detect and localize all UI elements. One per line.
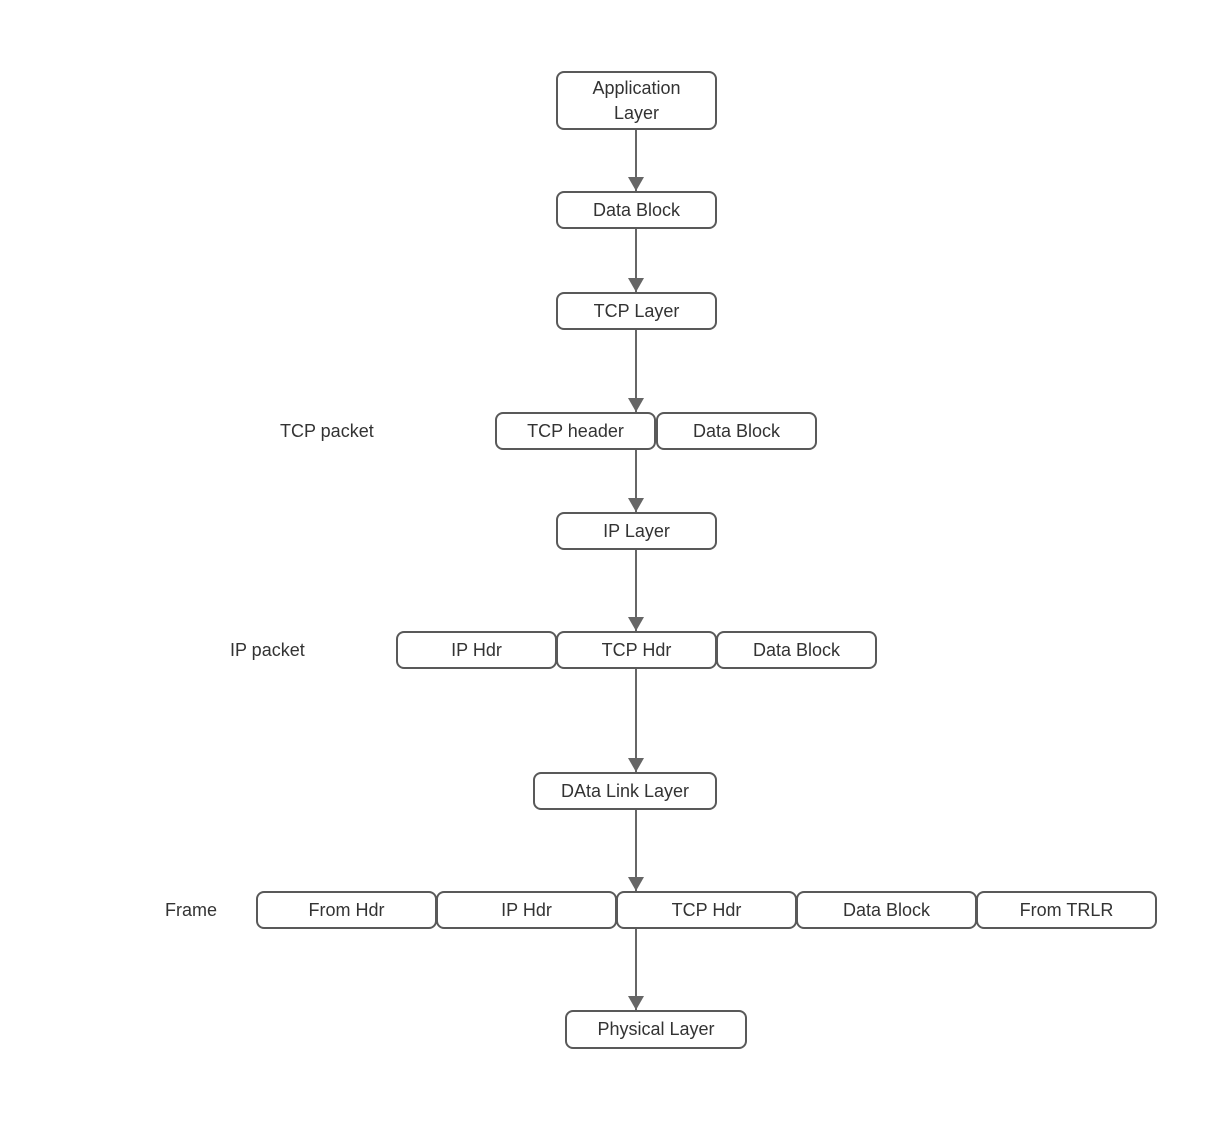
node-ip-layer: IP Layer — [556, 512, 717, 550]
node-frame-from-hdr-label: From Hdr — [308, 899, 385, 920]
node-tcp-packet-data-block-label: Data Block — [692, 420, 781, 441]
arrow-datalink-to-frame — [635, 810, 637, 891]
node-tcp-packet-data-block: Data Block — [656, 412, 817, 450]
node-tcp-layer: TCP Layer — [556, 292, 717, 330]
node-tcp-layer-label: TCP Layer — [593, 300, 680, 321]
node-tcp-header-label: TCP header — [527, 420, 624, 441]
node-frame-tcp-hdr-label: TCP Hdr — [671, 899, 742, 920]
node-ip-packet-ip-hdr: IP Hdr — [396, 631, 557, 669]
arrow-ippacket-to-datalink — [635, 669, 637, 772]
node-frame-data-block: Data Block — [796, 891, 977, 929]
node-ip-packet-data-block-label: Data Block — [752, 639, 841, 660]
node-application-layer: Application Layer — [556, 71, 717, 130]
node-data-block-top-label: Data Block — [592, 199, 681, 220]
arrow-tcppacket-to-iplayer — [635, 450, 637, 512]
node-data-link-layer-label: DAta Link Layer — [560, 780, 690, 801]
node-frame-ip-hdr-label: IP Hdr — [501, 899, 552, 920]
node-frame-ip-hdr: IP Hdr — [436, 891, 617, 929]
node-data-link-layer: DAta Link Layer — [533, 772, 717, 810]
node-frame-from-hdr: From Hdr — [256, 891, 437, 929]
ip-packet-row-label: IP packet — [230, 640, 305, 660]
node-application-layer-label: Application Layer — [592, 77, 681, 123]
node-frame-from-trlr: From TRLR — [976, 891, 1157, 929]
arrow-datablock-to-tcplayer — [635, 229, 637, 292]
node-frame-tcp-hdr: TCP Hdr — [616, 891, 797, 929]
arrow-tcplayer-to-tcppacket — [635, 330, 637, 412]
node-ip-packet-ip-hdr-label: IP Hdr — [451, 639, 502, 660]
node-frame-from-trlr-label: From TRLR — [1019, 899, 1114, 920]
node-frame-data-block-label: Data Block — [842, 899, 931, 920]
node-physical-layer: Physical Layer — [565, 1010, 747, 1049]
node-ip-packet-tcp-hdr-label: TCP Hdr — [601, 639, 672, 660]
node-ip-packet-tcp-hdr: TCP Hdr — [556, 631, 717, 669]
node-data-block-top: Data Block — [556, 191, 717, 229]
node-tcp-header: TCP header — [495, 412, 656, 450]
frame-row-label: Frame — [165, 900, 218, 920]
arrow-frame-to-physical — [635, 929, 637, 1010]
node-physical-layer-label: Physical Layer — [597, 1019, 715, 1039]
node-ip-packet-data-block: Data Block — [716, 631, 877, 669]
node-ip-layer-label: IP Layer — [603, 520, 670, 541]
arrow-iplayer-to-ippacket — [635, 550, 637, 631]
tcp-packet-row-label: TCP packet — [280, 421, 374, 441]
arrow-application-to-datablock — [635, 130, 637, 191]
